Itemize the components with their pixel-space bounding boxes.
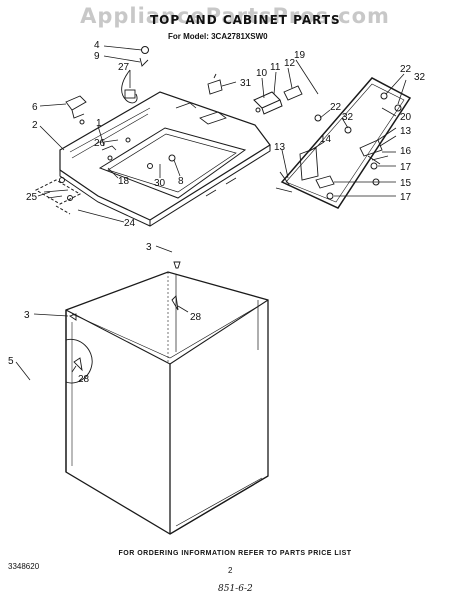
document-number: 3348620 xyxy=(8,562,40,571)
callout-16: 16 xyxy=(400,146,412,157)
lid-19 xyxy=(275,77,412,209)
wire-harness-27 xyxy=(121,46,149,104)
callout-3-left: 3 xyxy=(24,310,30,321)
callout-28-right: 28 xyxy=(190,312,202,323)
callout-15: 15 xyxy=(400,178,412,189)
callout-24: 24 xyxy=(124,218,136,229)
bracket-6 xyxy=(65,95,87,125)
callout-13-right: 13 xyxy=(400,126,412,137)
callout-3-top: 3 xyxy=(146,242,152,253)
callout-27: 27 xyxy=(118,62,130,73)
washer-cabinet xyxy=(65,261,269,535)
callout-10: 10 xyxy=(256,68,268,79)
callout-31: 31 xyxy=(240,78,252,89)
callout-labels: 4 9 27 6 2 1 26 18 30 8 25 24 31 10 11 1… xyxy=(8,40,426,385)
callout-32-top: 32 xyxy=(414,72,426,83)
watermark: AppliancePartsPros.com xyxy=(80,4,390,28)
callout-9: 9 xyxy=(94,51,100,62)
diagram-title: TOP AND CABINET PARTS xyxy=(150,13,341,27)
callout-22-top: 22 xyxy=(400,64,412,75)
callout-12: 12 xyxy=(284,58,296,69)
callout-11: 11 xyxy=(270,62,281,73)
callout-19: 19 xyxy=(294,50,306,61)
ordering-note: FOR ORDERING INFORMATION REFER TO PARTS … xyxy=(118,550,352,557)
handwritten-note: 851-6-2 xyxy=(218,584,253,594)
callout-14: 14 xyxy=(320,134,332,145)
clip-31 xyxy=(207,73,223,95)
callout-30: 30 xyxy=(154,178,166,189)
callout-32-mid: 32 xyxy=(342,112,354,123)
hinge-assembly-24-25 xyxy=(34,177,82,215)
page-number: 2 xyxy=(228,566,233,575)
callout-20: 20 xyxy=(400,112,412,123)
callout-17-lower: 17 xyxy=(400,192,412,203)
callout-13-left: 13 xyxy=(274,142,286,153)
callout-4: 4 xyxy=(94,40,100,51)
callout-8: 8 xyxy=(178,176,184,187)
callout-1: 1 xyxy=(96,118,102,129)
callout-26: 26 xyxy=(94,138,106,149)
callout-17-upper: 17 xyxy=(400,162,412,173)
washer-top-assembly xyxy=(59,91,271,227)
callout-2: 2 xyxy=(32,120,38,131)
callout-28-left: 28 xyxy=(78,374,90,385)
callout-22-mid: 22 xyxy=(330,102,342,113)
callout-25: 25 xyxy=(26,192,38,203)
lid-switch-10-11-12 xyxy=(253,85,303,115)
model-number: For Model: 3CA2781XSW0 xyxy=(168,32,268,41)
leader-lines xyxy=(15,45,407,381)
callout-6: 6 xyxy=(32,102,38,113)
callout-5: 5 xyxy=(8,356,14,367)
callout-18: 18 xyxy=(118,176,130,187)
